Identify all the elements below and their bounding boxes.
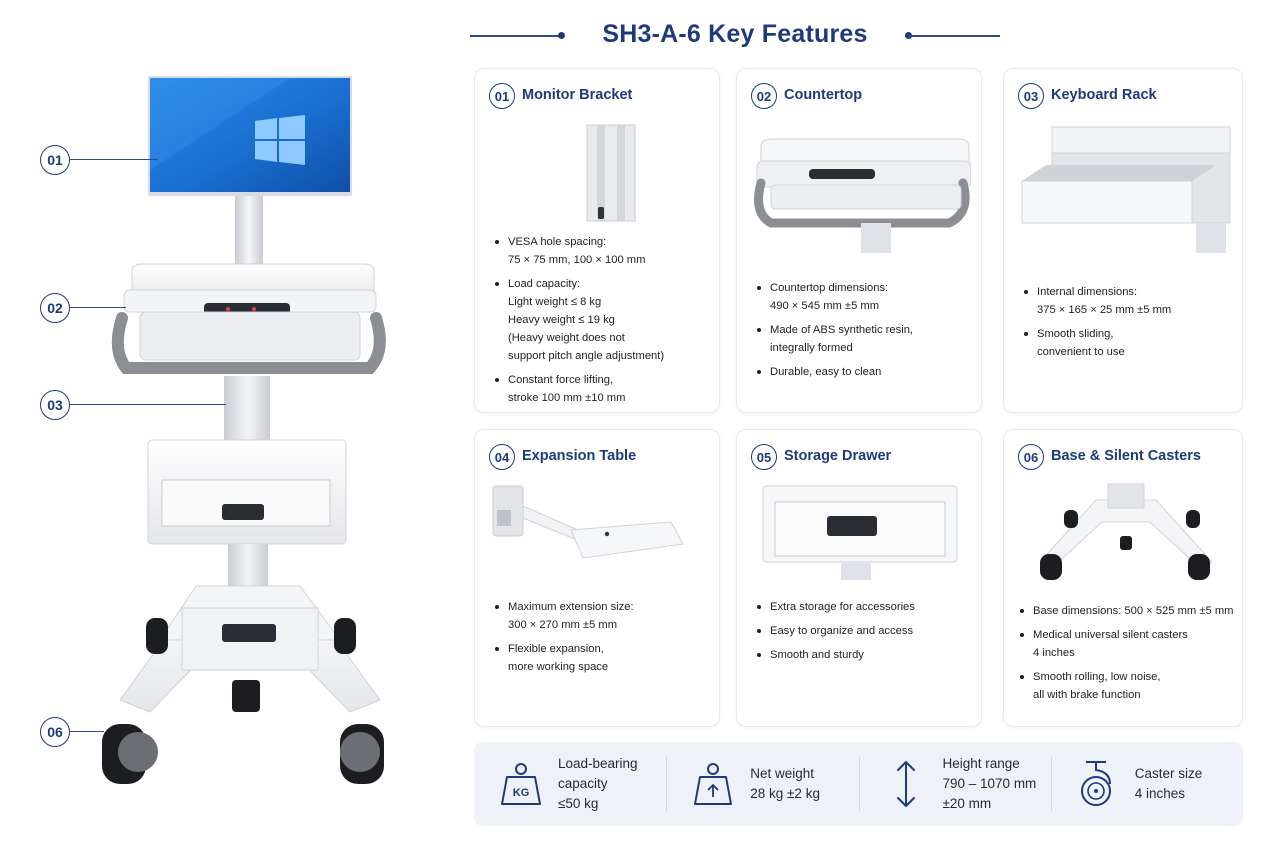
card-number: 05 [751,444,777,470]
bullet: Easy to organize and access [757,622,973,640]
card-bullets: Internal dimensions:375 × 165 × 25 mm ±5… [1024,283,1234,367]
card-number: 06 [1018,444,1044,470]
storage-drawer-image [749,482,969,582]
expansion-table-image [487,482,707,578]
keyboard-rack-image [1016,125,1231,255]
countertop-image [749,127,972,257]
callout-line-01 [70,159,158,161]
card-bullets: Extra storage for accessories Easy to or… [757,598,973,670]
callout-01: 01 [40,145,70,175]
page-header: SH3-A-6 Key Features [470,14,1000,58]
card-title: Monitor Bracket [522,87,633,103]
bullet: Extra storage for accessories [757,598,973,616]
bullet: Smooth sliding,convenient to use [1024,325,1234,361]
card-bullets: VESA hole spacing:75 × 75 mm, 100 × 100 … [495,233,711,413]
feature-card-expansion-table: 04 Expansion Table Maximum extension siz… [474,429,720,727]
callout-line-06 [70,731,104,733]
bullet: Durable, easy to clean [757,363,973,381]
medical-cart-image [102,76,386,784]
bullet: Base dimensions: 500 × 525 mm ±5 mm [1020,602,1234,620]
bullet: Countertop dimensions:490 × 545 mm ±5 mm [757,279,973,315]
callout-03: 03 [40,390,70,420]
bullet: Internal dimensions:375 × 165 × 25 mm ±5… [1024,283,1234,319]
card-title: Countertop [784,87,863,103]
card-bullets: Base dimensions: 500 × 525 mm ±5 mm Medi… [1020,602,1234,710]
callout-06: 06 [40,717,70,747]
net-weight-icon [690,759,736,809]
callout-02: 02 [40,293,70,323]
card-number: 01 [489,83,515,109]
svg-text:KG: KG [513,787,530,799]
header-dot-left [558,32,565,39]
card-title: Keyboard Rack [1051,87,1157,103]
kg-weight-icon: KG [498,759,544,809]
feature-card-monitor-bracket: 01 Monitor Bracket VESA hole spacing:75 … [474,68,720,413]
card-title: Storage Drawer [784,448,892,464]
monitor-bracket-image [487,123,707,223]
bullet: Maximum extension size:300 × 270 mm ±5 m… [495,598,711,634]
header-rule-right [908,35,1000,37]
bullet: Smooth rolling, low noise,all with brake… [1020,668,1234,704]
bullet: Made of ABS synthetic resin,integrally f… [757,321,973,357]
bullet: Flexible expansion,more working space [495,640,711,676]
product-illustration: 01 02 03 06 [0,60,460,850]
height-arrow-icon [883,759,929,809]
callout-line-03 [70,404,226,406]
card-bullets: Maximum extension size:300 × 270 mm ±5 m… [495,598,711,682]
base-casters-image [1016,482,1230,582]
feature-card-storage-drawer: 05 Storage Drawer Extra storage for acce… [736,429,982,727]
bullet: VESA hole spacing:75 × 75 mm, 100 × 100 … [495,233,711,269]
feature-card-keyboard-rack: 03 Keyboard Rack Internal dimensions:375… [1003,68,1243,413]
header-rule-left [470,35,562,37]
page-title: SH3-A-6 Key Features [602,20,868,48]
feature-card-base-casters: 06 Base & Silent Casters Base dimensions… [1003,429,1243,727]
feature-card-countertop: 02 Countertop Countertop dimensions:490 … [736,68,982,413]
card-bullets: Countertop dimensions:490 × 545 mm ±5 mm… [757,279,973,387]
bullet: Constant force lifting,stroke 100 mm ±10… [495,371,711,407]
callout-line-02 [70,307,126,309]
caster-icon [1075,759,1121,809]
bullet: Smooth and sturdy [757,646,973,664]
card-title: Expansion Table [522,448,637,464]
card-number: 04 [489,444,515,470]
card-number: 03 [1018,83,1044,109]
card-title: Base & Silent Casters [1051,448,1201,464]
card-number: 02 [751,83,777,109]
